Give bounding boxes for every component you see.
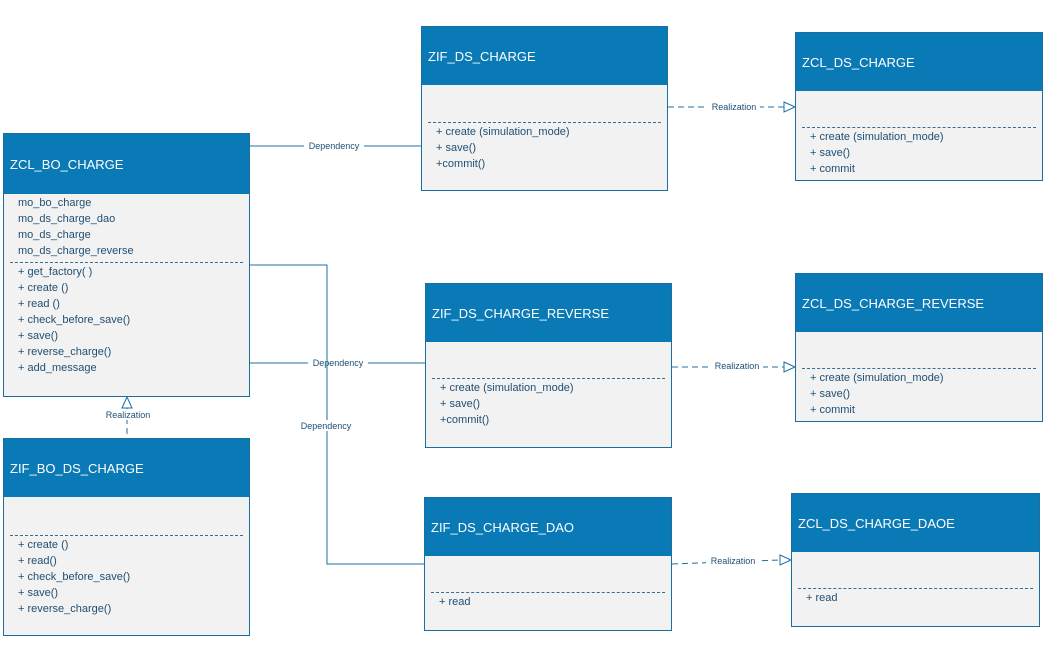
realization-arrowhead-icon [121, 395, 133, 409]
class-method: + save() [18, 587, 59, 599]
class-method: +commit() [436, 158, 486, 170]
dependency-connector-ds-charge-dao [250, 264, 425, 565]
dependency-label-ds-charge-dao: Dependency [301, 421, 352, 431]
realization-arrowhead-icon [783, 101, 797, 113]
class-method: + read [439, 596, 471, 608]
class-method: + create (simulation_mode) [810, 372, 944, 384]
realization-label-bo-ds-charge: Realization [106, 410, 151, 420]
class-method: + create (simulation_mode) [436, 126, 570, 138]
class-method: + commit [810, 163, 855, 175]
class-method: + create (simulation_mode) [810, 131, 944, 143]
section-divider [431, 592, 665, 593]
class-method: + read () [18, 298, 60, 310]
class-header: ZCL_BO_CHARGE [4, 134, 249, 194]
section-divider [802, 127, 1036, 128]
class-attribute: mo_ds_charge_dao [18, 213, 116, 225]
connector-label-bg [308, 357, 368, 368]
class-header: ZCL_DS_CHARGE_REVERSE [796, 274, 1042, 332]
class-box-zif-ds-charge[interactable]: ZIF_DS_CHARGE + create (simulation_mode)… [421, 26, 668, 191]
class-method: + save() [18, 330, 59, 342]
connector-label-bg [711, 361, 763, 372]
connector-label-bg [708, 102, 760, 113]
class-body: + create () + read() + check_before_save… [4, 497, 249, 635]
class-header: ZIF_DS_CHARGE_DAO [425, 498, 671, 556]
class-box-zcl-bo-charge[interactable]: ZCL_BO_CHARGE mo_bo_charge mo_ds_charge_… [3, 133, 250, 397]
section-divider [802, 368, 1036, 369]
class-method: + get_factory( ) [18, 266, 93, 278]
class-method: + reverse_charge() [18, 603, 112, 615]
class-method: +commit() [440, 414, 490, 426]
class-method: + save() [436, 142, 477, 154]
section-divider [798, 588, 1033, 589]
class-method: + reverse_charge() [18, 346, 112, 358]
class-header: ZIF_DS_CHARGE_REVERSE [426, 284, 671, 342]
realization-arrowhead-icon [783, 361, 797, 373]
class-body: + create (simulation_mode) + save() + co… [796, 332, 1042, 421]
class-header: ZIF_BO_DS_CHARGE [4, 439, 249, 497]
class-box-zcl-ds-charge[interactable]: ZCL_DS_CHARGE + create (simulation_mode)… [795, 32, 1043, 181]
class-method: + read [806, 592, 838, 604]
section-divider [10, 262, 243, 263]
class-method: + save() [810, 388, 851, 400]
realization-label-ds-charge: Realization [712, 102, 757, 112]
dependency-label-ds-charge: Dependency [309, 141, 360, 151]
section-divider [10, 535, 243, 536]
connector-label-bg [100, 409, 156, 420]
class-body: + read [792, 552, 1039, 626]
class-method: + read() [18, 555, 57, 567]
connector-label-bg [304, 140, 364, 151]
class-box-zif-ds-charge-dao[interactable]: ZIF_DS_CHARGE_DAO + read [424, 497, 672, 631]
class-method: + check_before_save() [18, 314, 131, 326]
class-header: ZIF_DS_CHARGE [422, 27, 667, 85]
class-header: ZCL_DS_CHARGE_DAOE [792, 494, 1039, 552]
realization-label-ds-charge-reverse: Realization [715, 361, 760, 371]
connector-label-bg [706, 555, 760, 566]
class-body: + create (simulation_mode) + save() +com… [426, 342, 671, 447]
class-header: ZCL_DS_CHARGE [796, 33, 1042, 91]
connector-label-bg [296, 420, 356, 431]
class-body: + read [425, 556, 671, 630]
class-method: + create (simulation_mode) [440, 382, 574, 394]
section-divider [432, 378, 665, 379]
class-method: + commit [810, 404, 855, 416]
class-attribute: mo_bo_charge [18, 197, 92, 209]
class-box-zif-ds-charge-reverse[interactable]: ZIF_DS_CHARGE_REVERSE + create (simulati… [425, 283, 672, 448]
class-attribute: mo_ds_charge_reverse [18, 245, 134, 257]
dependency-label-ds-charge-reverse: Dependency [313, 358, 364, 368]
class-box-zcl-ds-charge-reverse[interactable]: ZCL_DS_CHARGE_REVERSE + create (simulati… [795, 273, 1043, 422]
class-box-zif-bo-ds-charge[interactable]: ZIF_BO_DS_CHARGE + create () + read() + … [3, 438, 250, 636]
class-attribute: mo_ds_charge [18, 229, 91, 241]
class-body: + create (simulation_mode) + save() + co… [796, 91, 1042, 180]
realization-label-ds-charge-dao: Realization [711, 556, 756, 566]
class-method: + check_before_save() [18, 571, 131, 583]
class-body: mo_bo_charge mo_ds_charge_dao mo_ds_char… [4, 194, 249, 396]
class-method: + create () [18, 282, 69, 294]
class-body: + create (simulation_mode) + save() +com… [422, 85, 667, 190]
class-method: + save() [810, 147, 851, 159]
section-divider [428, 122, 661, 123]
realization-arrowhead-icon [779, 554, 793, 566]
class-method: + add_message [18, 362, 97, 374]
class-method: + save() [440, 398, 481, 410]
class-box-zcl-ds-charge-daoe[interactable]: ZCL_DS_CHARGE_DAOE + read [791, 493, 1040, 627]
class-method: + create () [18, 539, 69, 551]
